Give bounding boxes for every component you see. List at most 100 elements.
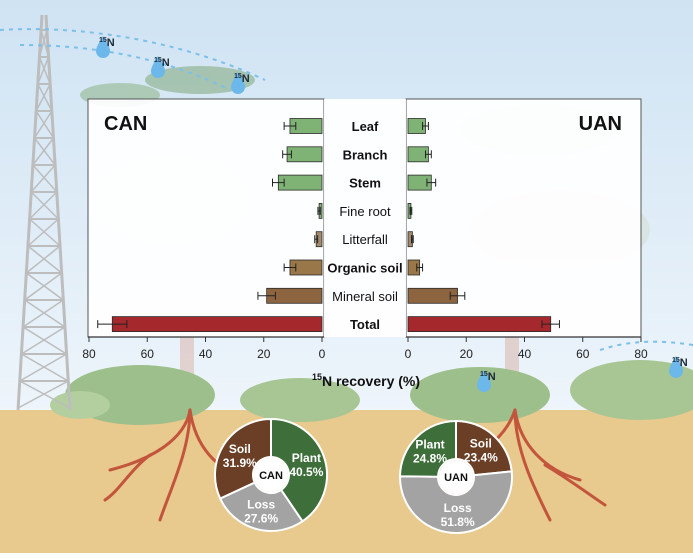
can-bar <box>277 174 323 191</box>
tower-brace <box>22 326 67 355</box>
water-drop-icon <box>669 356 683 378</box>
uan-bar <box>407 316 552 333</box>
water-drop-icon <box>477 370 491 392</box>
category-label: Litterfall <box>342 232 388 247</box>
tower-brace <box>17 380 69 409</box>
tower-brace <box>35 83 51 112</box>
right-tick-label: 40 <box>518 347 532 361</box>
left-tick-label: 40 <box>199 347 213 361</box>
donut-hole <box>439 460 473 494</box>
tower-brace <box>25 272 64 301</box>
tower-brace <box>32 164 58 193</box>
tower-brace <box>19 353 67 382</box>
left-tick-label: 0 <box>319 347 326 361</box>
donut-slice-name: Loss <box>444 501 472 515</box>
donut-slice-percent: 27.6% <box>244 512 278 526</box>
water-drop-icon <box>231 72 245 94</box>
donut-slice-percent: 24.8% <box>413 452 447 466</box>
tower-brace <box>24 299 66 328</box>
category-label: Leaf <box>352 119 379 134</box>
x-axis-title-main: N recovery (%) <box>322 373 420 389</box>
tower-leg <box>16 14 44 411</box>
right-tick-label: 80 <box>634 347 648 361</box>
donut-slice <box>455 419 513 477</box>
isotope-symbol: N <box>488 371 496 383</box>
donut-slice-percent: 40.5% <box>289 465 323 479</box>
donut-center-label: CAN <box>259 470 283 482</box>
isotope-superscript: 15 <box>672 357 680 364</box>
tower-brace <box>30 191 59 220</box>
donut-slice <box>218 481 304 532</box>
tower-brace <box>30 164 56 193</box>
category-label: Branch <box>343 147 388 162</box>
donut-slice-percent: 31.9% <box>223 456 257 470</box>
donut-slice <box>398 419 457 478</box>
x-axis-title: 15N recovery (%) <box>312 372 420 389</box>
donut-center-label: UAN <box>444 472 468 484</box>
tower-brace <box>32 137 55 166</box>
can-bar <box>286 146 323 163</box>
tower-brace <box>21 353 69 382</box>
isotope-label: 15N <box>234 73 250 85</box>
left-tick-label: 60 <box>141 347 155 361</box>
panel-label-uan: UAN <box>579 113 622 135</box>
donut-slice-percent: 51.8% <box>441 515 475 529</box>
donut-slice <box>214 417 272 500</box>
category-label: Total <box>350 317 380 332</box>
tower-brace <box>25 245 61 274</box>
donut-slice-percent: 23.4% <box>464 451 498 465</box>
isotope-symbol: N <box>162 57 170 69</box>
isotope-superscript: 15 <box>480 371 488 378</box>
tower-brace <box>22 299 64 328</box>
tower-brace <box>33 137 56 166</box>
tower-brace <box>27 245 63 274</box>
donut-slice-name: Soil <box>229 442 251 456</box>
tower-brace <box>37 56 50 85</box>
tower-brace <box>19 380 71 409</box>
ground-background <box>0 410 693 553</box>
isotope-label: 15N <box>99 37 115 49</box>
isotope-symbol: N <box>107 37 115 49</box>
isotope-superscript: 15 <box>234 73 242 80</box>
category-label: Mineral soil <box>332 289 398 304</box>
right-tick-label: 0 <box>405 347 412 361</box>
recovery-donuts: Plant40.5%Loss27.6%Soil31.9%CANSoil23.4%… <box>214 417 513 534</box>
tower-brace <box>21 326 66 355</box>
isotope-label: 15N <box>480 371 496 383</box>
left-tick-label: 80 <box>82 347 96 361</box>
tower-brace <box>37 83 53 112</box>
tower-brace <box>35 110 55 139</box>
isotope-label: 15N <box>672 357 688 369</box>
isotope-symbol: N <box>242 73 250 85</box>
category-label: Stem <box>349 176 381 191</box>
donut-hole <box>254 458 288 492</box>
donut-slice <box>399 470 513 534</box>
category-label: Fine root <box>339 204 391 219</box>
water-drop-icon <box>96 36 110 58</box>
tower-brace <box>29 191 58 220</box>
donut-slice-name: Loss <box>247 498 275 512</box>
right-tick-label: 60 <box>576 347 590 361</box>
category-band <box>324 99 406 337</box>
rain-arc-decoration <box>0 28 693 351</box>
category-label: Organic soil <box>327 261 402 276</box>
shrub-decoration <box>50 360 693 425</box>
x-axis-title-superscript: 15 <box>312 372 322 382</box>
panel-label-can: CAN <box>104 113 147 135</box>
bar-marks <box>97 118 560 333</box>
tower-brace <box>24 272 63 301</box>
tower-brace <box>33 110 53 139</box>
isotope-symbol: N <box>680 357 688 369</box>
tower-brace <box>40 29 50 58</box>
donut-slice-name: Soil <box>470 437 492 451</box>
donut-slice <box>270 417 328 523</box>
isotope-superscript: 15 <box>99 37 107 44</box>
donut-slice-name: Plant <box>292 451 321 465</box>
water-drop-icon <box>151 56 165 78</box>
tower-brace <box>38 56 51 85</box>
isotope-superscript: 15 <box>154 57 162 64</box>
